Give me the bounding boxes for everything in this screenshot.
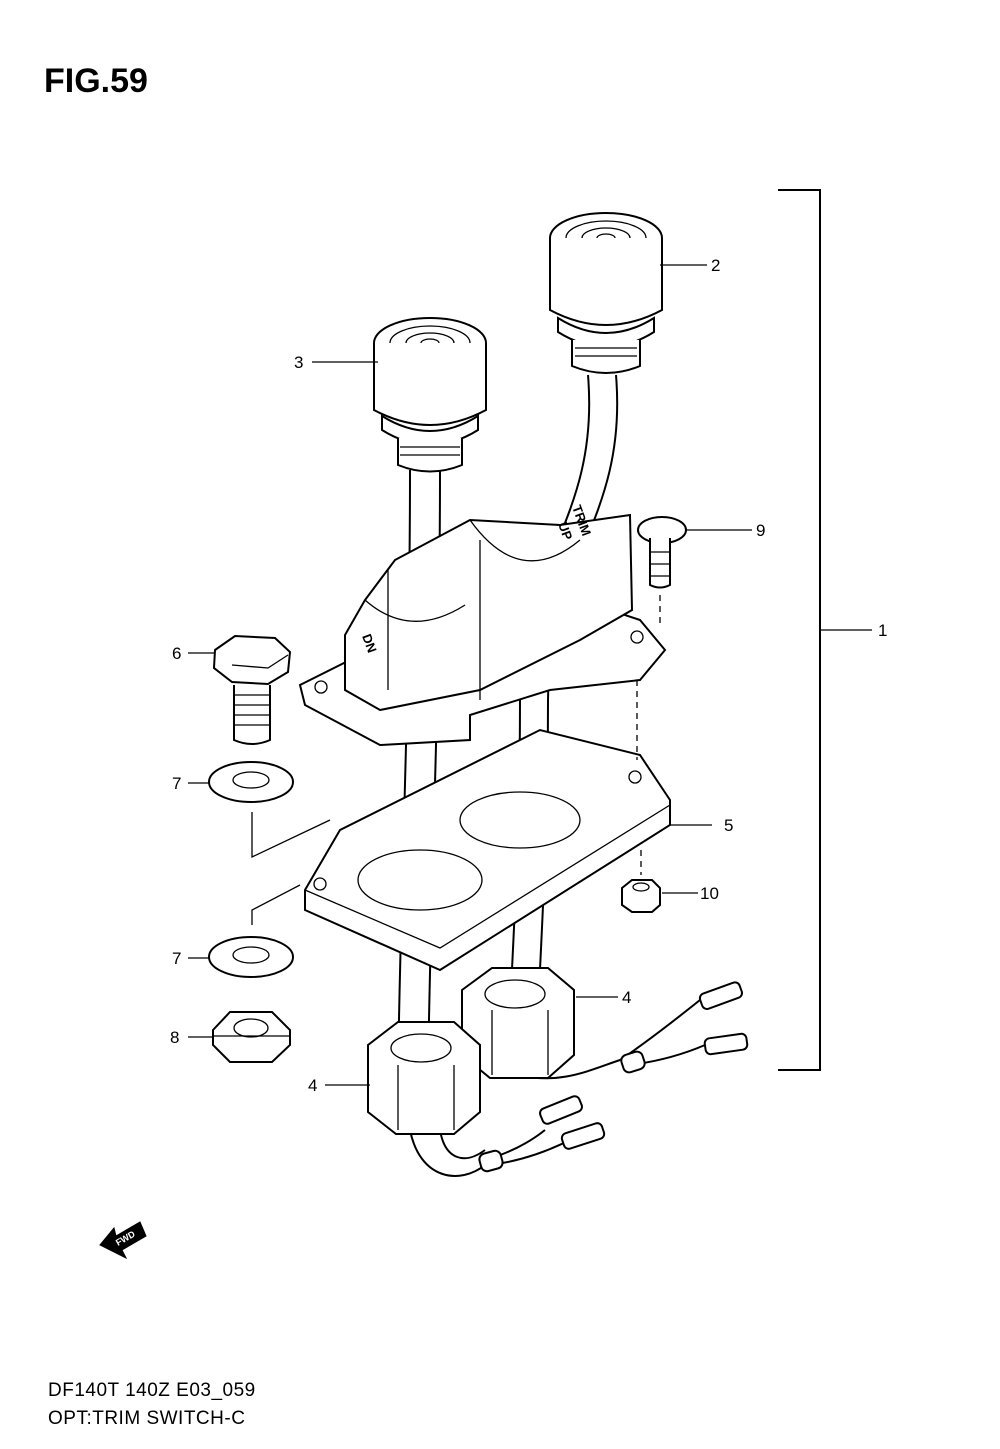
fwd-arrow-icon: FWD <box>99 1221 147 1260</box>
diagram-code: DF140T 140Z E03_059 <box>48 1380 256 1401</box>
callout-8: 8 <box>170 1028 179 1047</box>
callout-7-upper: 7 <box>172 774 181 793</box>
hex-nut-small <box>212 1011 291 1063</box>
callout-5: 5 <box>724 816 733 835</box>
washer-lower <box>208 936 294 978</box>
assembly-lines <box>251 595 661 925</box>
wire-connectors <box>478 981 749 1173</box>
washer-upper <box>208 761 294 803</box>
up-marking: UP <box>555 520 575 542</box>
callout-1: 1 <box>878 621 887 640</box>
hex-bolt <box>212 634 292 745</box>
large-nut-left <box>367 1021 481 1135</box>
callout-2: 2 <box>711 256 720 275</box>
callout-10: 10 <box>700 884 719 903</box>
figure-title: FIG.59 <box>44 62 148 100</box>
leader-lines <box>188 264 752 1086</box>
assembly-bracket <box>778 189 872 1071</box>
dn-marking: DN <box>359 632 380 655</box>
trim-up-switch <box>549 212 663 374</box>
callout-9: 9 <box>756 521 765 540</box>
callout-4-right: 4 <box>622 988 631 1007</box>
switch-holder: TRIM UP DN <box>298 503 667 747</box>
callout-3: 3 <box>294 353 303 372</box>
small-nut <box>621 879 661 913</box>
screw <box>637 516 687 589</box>
diagram-name: OPT:TRIM SWITCH-C <box>48 1408 246 1429</box>
trim-down-switch <box>373 317 487 473</box>
mounting-plate <box>304 728 671 972</box>
callout-6: 6 <box>172 644 181 663</box>
callout-labels: 1 2 3 4 4 5 6 7 7 8 9 10 <box>170 256 887 1095</box>
callout-7-lower: 7 <box>172 949 181 968</box>
large-nut-right <box>461 967 575 1079</box>
callout-4-left: 4 <box>308 1076 317 1095</box>
